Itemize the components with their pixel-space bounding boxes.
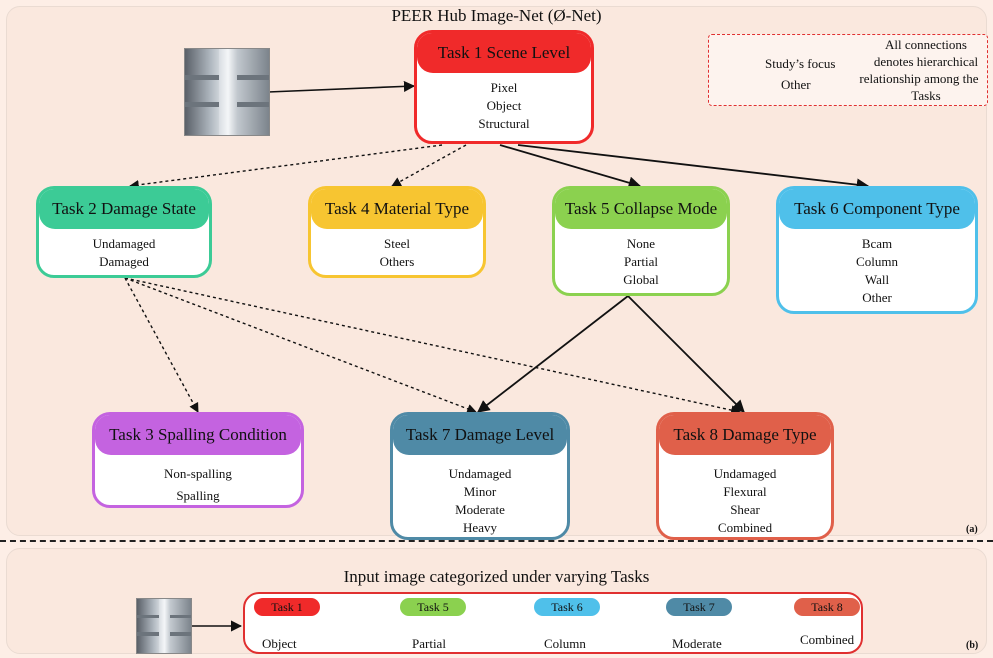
task3-title: Task 3 Spalling Condition [95,415,301,455]
task4-option: Steel [384,236,410,251]
task8-option: Flexural [723,484,767,499]
panel-b-title: Input image categorized under varying Ta… [343,567,650,586]
legend-solid-label: Study’s focus [765,56,836,71]
task7-option: Heavy [463,520,497,535]
result-task1-value: Object [262,636,297,651]
result-task1-badge: Task 1 [254,598,320,616]
task8-node: Task 8 Damage Type Undamaged Flexural Sh… [656,412,834,540]
legend-note-line: denotes hierarchical [873,54,979,69]
task6-option: Wall [864,272,890,287]
task5-title: Task 5 Collapse Mode [555,189,727,229]
task1-title: Task 1 Scene Level [417,33,591,73]
task1-to-task6-arrow [517,144,870,191]
task4-title: Task 4 Material Type [311,189,483,229]
task2-option: Undamaged [92,236,156,251]
result-task8-badge: Task 8 [794,598,860,616]
legend-box: Study’s focus Other All connections deno… [708,34,988,106]
legend-note-line: relationship among the [859,71,979,86]
task2-to-task3-arrow [124,277,199,413]
result-task8-value: Combined [800,632,855,647]
task8-option: Undamaged [713,466,777,481]
task2-to-task8-arrow [124,277,741,415]
task6-option: Bcam [861,236,893,251]
task5-to-task8-arrow [627,295,745,413]
task5-option: None [626,236,656,251]
task6-option: Other [862,290,892,305]
task4-node: Task 4 Material Type Steel Others [308,186,486,278]
diagram-title: PEER Hub Image-Net (Ø-Net) [391,6,602,25]
task6-title: Task 6 Component Type [779,189,975,229]
result-task7-value: Moderate [672,636,722,651]
task4-option: Others [379,254,415,269]
task3-option: Non-spalling [164,466,232,481]
bridge-column-photo [184,48,270,136]
legend-note-line: All connections [885,37,967,52]
task6-option: Column [856,254,898,269]
result-task5-value: Partial [412,636,446,651]
legend-dashed-label: Other [781,77,811,92]
task7-option: Minor [463,484,497,499]
task5-to-task7-arrow [477,295,629,413]
task1-node: Task 1 Scene Level Pixel Object Structur… [414,30,594,144]
task1-option: Pixel [490,80,518,95]
task2-to-task7-arrow [124,277,477,414]
legend-note-line: Tasks [911,88,941,103]
task5-option: Partial [624,254,658,269]
task8-option: Shear [730,502,760,517]
task1-to-task2-arrow [129,144,443,190]
task1-option: Object [486,98,522,113]
result-task6-badge: Task 6 [534,598,600,616]
task8-title: Task 8 Damage Type [659,415,831,455]
task3-option: Spalling [176,488,220,503]
result-task7-badge: Task 7 [666,598,732,616]
task7-option: Undamaged [448,466,512,481]
result-task5-badge: Task 5 [400,598,466,616]
task5-option: Global [623,272,659,287]
task1-to-task4-arrow [391,144,467,187]
image-to-task1-arrow [267,80,416,93]
task8-option: Combined [717,520,773,535]
task7-title: Task 7 Damage Level [393,415,567,455]
task3-node: Task 3 Spalling Condition Non-spalling S… [92,412,304,508]
section-divider [0,540,993,542]
task2-title: Task 2 Damage State [39,189,209,229]
task7-option: Moderate [455,502,505,517]
result-task6-value: Column [544,636,586,651]
input-image-thumbnail [136,598,192,654]
task6-node: Task 6 Component Type Bcam Column Wall O… [776,186,978,314]
task5-node: Task 5 Collapse Mode None Partial Global [552,186,730,296]
panel-a-label: (a) [966,524,978,535]
task2-node: Task 2 Damage State Undamaged Damaged [36,186,212,278]
task1-option: Structural [478,116,530,131]
task7-node: Task 7 Damage Level Undamaged Minor Mode… [390,412,570,540]
task1-to-task5-arrow [499,144,642,189]
task2-option: Damaged [99,254,149,269]
panel-b-label: (b) [966,640,979,651]
